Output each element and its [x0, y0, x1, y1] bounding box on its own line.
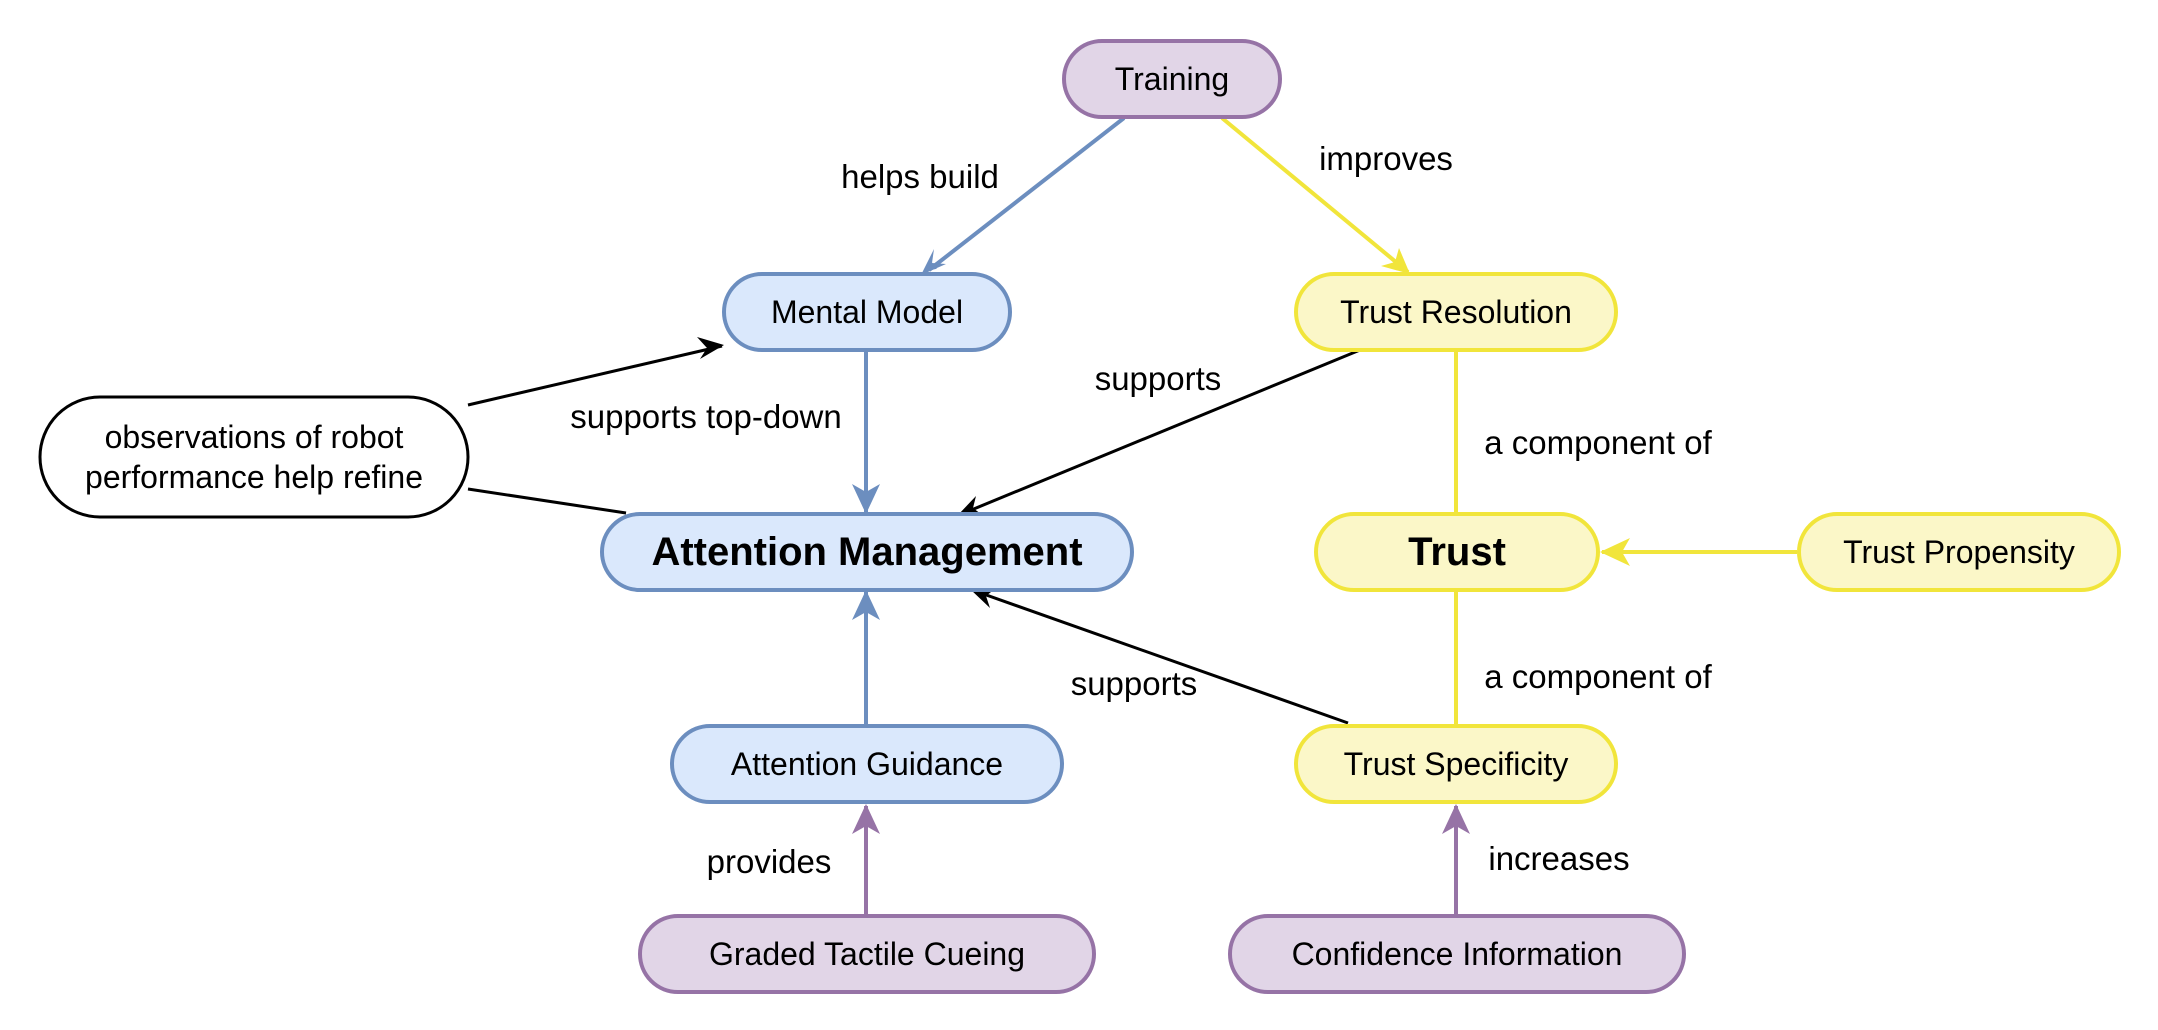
node-attention-management: Attention Management	[600, 512, 1134, 592]
svg-text:Trust Resolution: Trust Resolution	[1340, 294, 1572, 330]
svg-text:Attention Guidance: Attention Guidance	[731, 746, 1003, 782]
svg-text:Training: Training	[1115, 61, 1229, 97]
svg-text:performance help refine: performance help refine	[85, 459, 423, 495]
svg-text:Confidence Information: Confidence Information	[1292, 936, 1623, 972]
arrowhead-attention-management-top	[852, 484, 880, 514]
svg-text:observations of robot: observations of robot	[105, 419, 404, 455]
arrowhead-attention-management-right-bottom	[970, 588, 996, 608]
edge-observations-to-attention-management	[467, 487, 627, 515]
edge-label-increases: increases	[1488, 840, 1629, 877]
edge-trust-resolution-to-attention-management	[963, 348, 1361, 515]
edge-label-supports-specificity: supports	[1071, 665, 1198, 702]
node-mental-model: Mental Model	[722, 272, 1012, 352]
edge-labels: helps build improves supports top-down s…	[570, 140, 1712, 880]
node-attention-guidance: Attention Guidance	[670, 724, 1064, 804]
edge-observations-to-mental-model	[467, 344, 723, 407]
edge-training-to-trust-resolution	[1220, 116, 1410, 274]
node-graded-tactile-cueing: Graded Tactile Cueing	[638, 914, 1096, 994]
arrowhead-trust-resolution	[1381, 248, 1410, 274]
arrowhead-attention-management-bottom	[852, 590, 880, 620]
node-trust-resolution: Trust Resolution	[1294, 272, 1618, 352]
edges	[467, 116, 1797, 914]
arrowhead-mental-model-black	[697, 337, 724, 359]
edge-label-supports-resolution: supports	[1095, 360, 1222, 397]
arrowhead-attention-management-right-top	[958, 496, 985, 517]
edge-label-a-component-of-upper: a component of	[1484, 424, 1712, 461]
edge-label-provides: provides	[707, 843, 832, 880]
svg-text:Mental Model: Mental Model	[771, 294, 963, 330]
node-observations: observations of robot performance help r…	[38, 395, 470, 519]
edge-trust-specificity-to-attention-management	[974, 589, 1349, 725]
svg-text:Trust Propensity: Trust Propensity	[1843, 534, 2075, 570]
svg-text:Attention Management: Attention Management	[651, 530, 1082, 574]
node-confidence-information: Confidence Information	[1228, 914, 1686, 994]
node-trust-propensity: Trust Propensity	[1797, 512, 2121, 592]
edge-training-to-mental-model	[927, 116, 1126, 272]
node-trust-specificity: Trust Specificity	[1294, 724, 1618, 804]
node-training: Training	[1062, 39, 1282, 119]
edge-label-helps-build: helps build	[841, 158, 999, 195]
arrowhead-trust	[1600, 538, 1630, 566]
node-trust: Trust	[1314, 512, 1600, 592]
arrowhead-attention-guidance	[852, 804, 880, 834]
edge-label-a-component-of-lower: a component of	[1484, 658, 1712, 695]
edge-label-supports-top-down: supports top-down	[570, 398, 842, 435]
svg-text:Trust Specificity: Trust Specificity	[1344, 746, 1569, 782]
svg-text:Trust: Trust	[1408, 530, 1506, 574]
edge-label-improves: improves	[1319, 140, 1453, 177]
svg-text:Graded Tactile Cueing: Graded Tactile Cueing	[709, 936, 1025, 972]
arrowhead-mental-model	[921, 249, 946, 275]
arrowhead-trust-specificity	[1442, 804, 1470, 834]
